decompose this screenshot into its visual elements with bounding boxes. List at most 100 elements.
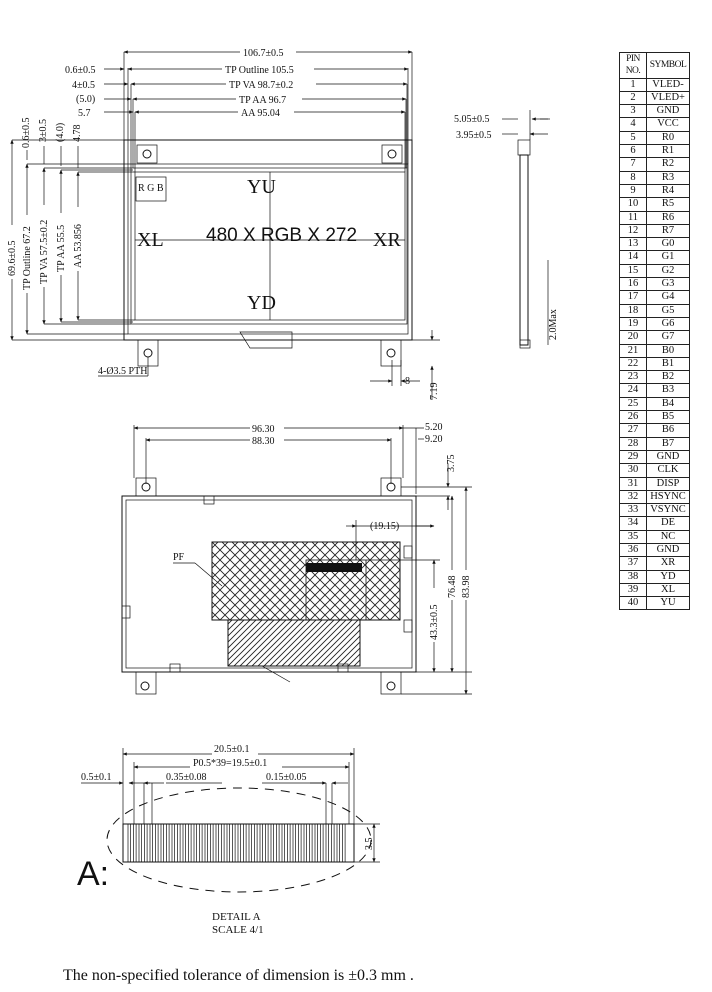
pin-symbol: DISP [646,476,690,491]
dim-19-15: (19.15) [370,521,399,532]
pin-number: 12 [619,223,647,239]
dim-aa-53: AA 53.856 [73,224,84,268]
pin-symbol: B1 [646,356,690,372]
connector-pin [204,823,208,863]
pin-number: 32 [619,489,647,505]
connector-pin [342,823,346,863]
pin-number: 2 [619,90,647,106]
dim-v-4-78: 4.78 [72,125,83,143]
tolerance-note: The non-specified tolerance of dimension… [63,967,414,984]
connector-pin [160,823,164,863]
connector-pin [171,823,175,863]
connector-pin [276,823,280,863]
connector-pin [325,823,329,863]
pin-number: 11 [619,210,647,225]
connector-pin [298,823,302,863]
dim-96-30: 96.30 [252,424,275,435]
detail-dim-0-35: 0.35±0.08 [166,772,207,783]
connector-pin [254,823,258,863]
pin-number: 5 [619,130,647,146]
connector-pin [259,823,263,863]
pin-symbol: GND [646,104,690,119]
pin-symbol: B5 [646,410,690,425]
pin-number: 30 [619,463,647,478]
connector-pin [320,823,324,863]
fpc-area [227,619,361,667]
pin-symbol: G7 [646,330,690,345]
connector-pin [149,823,153,863]
dim-v-3: 3±0.5 [38,119,49,142]
pin-number: 17 [619,290,647,305]
dim-v-0-6: 0.6±0.5 [21,118,32,149]
connector-pin [331,823,335,863]
dim-aa: AA 95.04 [241,108,280,119]
pin-symbol: VLED- [646,77,690,92]
pin-symbol: R0 [646,130,690,146]
pin-number: 40 [619,596,647,611]
pin-number: 6 [619,144,647,159]
back-view: PF 96.30 88.30 5.20 9.20 3.75 (19.15) [121,422,472,695]
pin-symbol: YU [646,596,690,611]
dim-5: (5.0) [76,94,95,105]
connector-pins [127,823,346,863]
dim-69-6: 69.6±0.5 [7,241,18,277]
side-view: 5.05±0.5 3.95±0.5 2.0Max [454,110,559,349]
pin-number: 14 [619,250,647,265]
pin-number: 18 [619,303,647,318]
pin-symbol: B3 [646,383,690,398]
detail-dim-pitch: P0.5*39=19.5±0.1 [193,758,267,769]
pin-symbol: GND [646,542,690,558]
pin-symbol: R6 [646,210,690,225]
pin-number: 34 [619,516,647,531]
pin-symbol: R3 [646,170,690,185]
resolution-label: 480 X RGB X 272 [206,225,357,246]
pin-symbol: YD [646,569,690,584]
pin-number: 36 [619,542,647,558]
connector-pin [199,823,203,863]
connector-pin [226,823,230,863]
connector-pin [314,823,318,863]
dim-4: 4±0.5 [72,80,95,91]
connector-pin [138,823,142,863]
pin-number: 1 [619,77,647,92]
detail-a-letter: A: [77,855,110,893]
dim-9-20: 9.20 [425,434,443,445]
dim-tp-aa: TP AA 96.7 [239,95,286,106]
connector-pin [166,823,170,863]
pin-symbol: G3 [646,277,690,292]
connector-pin [237,823,241,863]
pin-symbol: GND [646,449,690,465]
side-dim-max: 2.0Max [548,309,559,340]
pin-symbol: CLK [646,463,690,478]
dim-v-4: (4.0) [55,123,66,142]
pf-label: PF [173,552,185,563]
top-view: R G B YU YD XL XR 480 X RGB X 272 106.7±… [6,46,440,400]
pin-number: 33 [619,503,647,518]
pin-symbol: VLED+ [646,90,690,106]
pin-symbol: B6 [646,423,690,438]
connector-pin [177,823,181,863]
dim-88-30: 88.30 [252,436,275,447]
dim-83-98: 83.98 [461,576,472,599]
